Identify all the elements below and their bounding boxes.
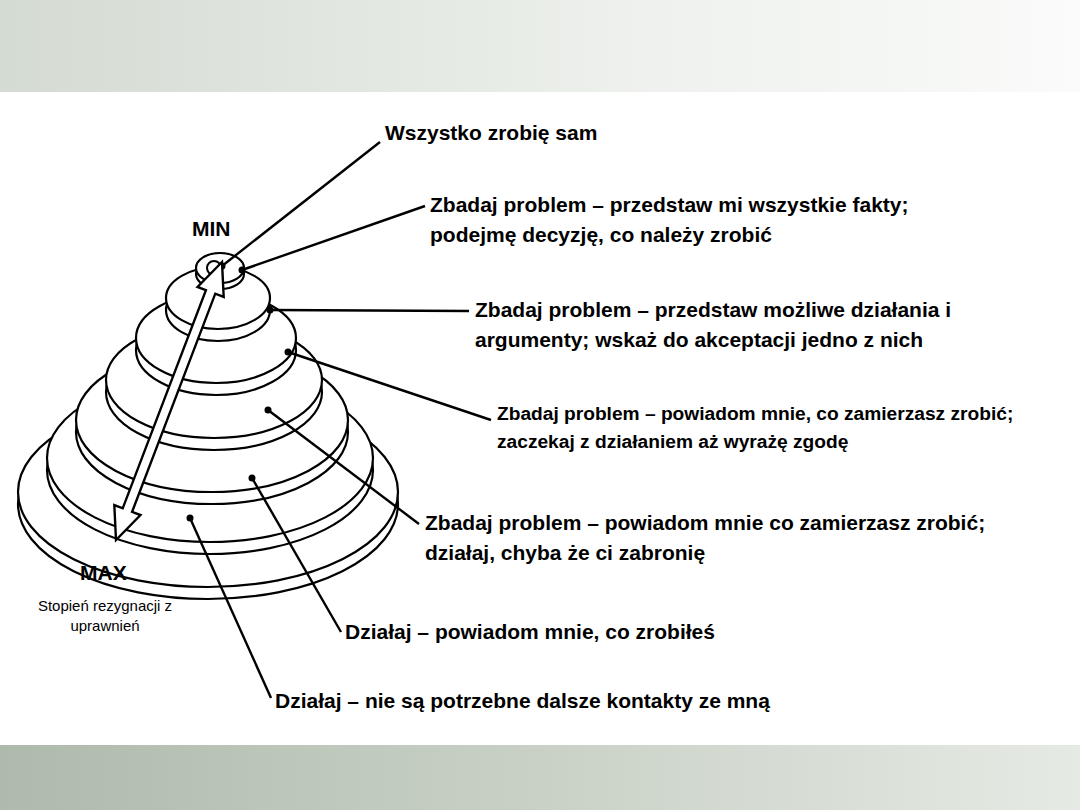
leader-line <box>268 410 419 524</box>
leader-line <box>252 478 341 632</box>
leader-line <box>190 518 271 698</box>
label-text: Zbadaj problem – powiadom mnie, co zamie… <box>497 400 1075 456</box>
leader-dot <box>239 267 246 274</box>
double-arrow <box>114 262 223 540</box>
leader-dot <box>285 349 292 356</box>
label-text: Działaj – nie są potrzebne dalsze kontak… <box>275 686 895 716</box>
label-text: Zbadaj problem – przedstaw możliwe dział… <box>475 295 1065 356</box>
top-band <box>0 0 1080 92</box>
double-arrow-shape <box>114 262 223 540</box>
min-label: MIN <box>192 214 262 244</box>
leader-dot <box>249 475 256 482</box>
leader-line <box>288 352 491 420</box>
leader-dot <box>265 407 272 414</box>
label-text: Zbadaj problem – powiadom mnie co zamier… <box>425 508 1005 569</box>
leader-dot <box>187 515 194 522</box>
leader-line <box>222 142 380 266</box>
label-text: Zbadaj problem – przedstaw mi wszystkie … <box>430 190 1000 251</box>
label-text: Działaj – powiadom mnie, co zrobiłeś <box>345 617 845 647</box>
axis-caption: Stopień rezygnacji z uprawnień <box>30 596 180 635</box>
leader-line <box>242 206 425 270</box>
bottom-band <box>0 745 1080 810</box>
leader-line <box>270 310 469 311</box>
label-text: Wszystko zrobię sam <box>385 118 715 148</box>
leader-dot <box>267 307 274 314</box>
max-label: MAX <box>80 558 160 588</box>
stepped-cone <box>18 253 398 599</box>
